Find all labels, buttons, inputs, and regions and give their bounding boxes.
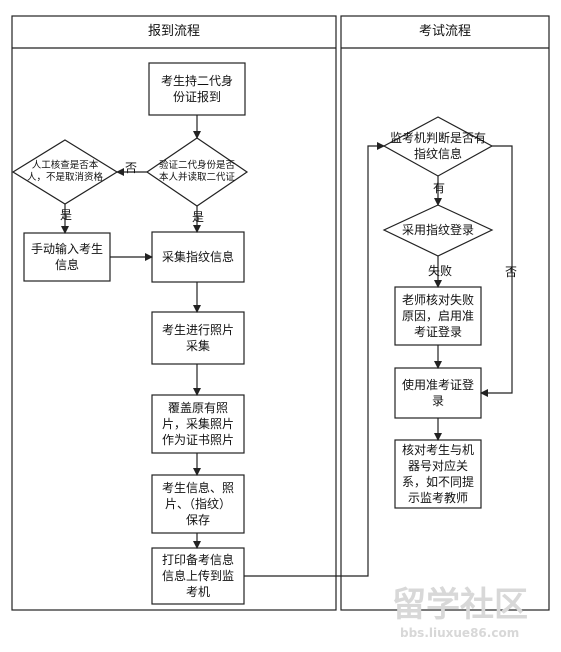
verify-text: 验证二代身份是否 本人并读取二代证 bbox=[158, 160, 235, 183]
collect-fingerprint-text: 采集指纹信息 bbox=[161, 250, 234, 264]
label-fail: 失败 bbox=[427, 264, 452, 278]
watermark-logo: 留学社区 bbox=[392, 585, 528, 625]
left-lane-frame bbox=[11, 15, 337, 611]
label-no-left: 否 bbox=[124, 161, 137, 175]
photo-box bbox=[151, 311, 245, 365]
teacher-check-text: 老师核对失败 原因，启用准 考证登录 bbox=[401, 293, 474, 339]
save-text: 考生信息、照 片、（指纹） 保存 bbox=[161, 481, 234, 527]
print-upload-box bbox=[151, 547, 245, 605]
lane-frames bbox=[11, 15, 550, 611]
label-yes-left: 是 bbox=[59, 208, 72, 222]
manual-check-text: 人工核查是否本 人，不是取消资格 bbox=[26, 160, 103, 183]
photo-text: 考生进行照片 采集 bbox=[161, 323, 234, 353]
arrow-monitor-no-to-ticket bbox=[480, 145, 513, 397]
arrow-print-to-monitor bbox=[244, 142, 385, 577]
manual-input-box bbox=[23, 232, 111, 282]
final-check-text: 核对考生与机 器号对应关 系，如不同提 示监考教师 bbox=[401, 443, 474, 505]
ticket-login-text: 使用准考证登 录 bbox=[401, 378, 474, 408]
left-lane-title: 报到流程 bbox=[147, 24, 200, 39]
overwrite-photo-box bbox=[151, 394, 245, 454]
overwrite-photo-text: 覆盖原有照 片，采集照片 作为证书照片 bbox=[161, 401, 234, 447]
print-upload-text: 打印备考信息 信息上传到监 考机 bbox=[161, 553, 234, 599]
manual-input-text: 手动输入考生 信息 bbox=[30, 242, 103, 272]
label-no-monitor: 否 bbox=[504, 265, 517, 279]
right-lane-frame bbox=[340, 15, 550, 611]
watermark-url: bbs.liuxue86.com bbox=[400, 626, 520, 640]
monitor-judge-text: 监考机判断是否有 指纹信息 bbox=[389, 131, 486, 161]
start-box bbox=[148, 62, 246, 116]
label-yes-verify: 是 bbox=[191, 210, 204, 224]
fingerprint-login-text: 采用指纹登录 bbox=[401, 223, 474, 237]
connectors bbox=[61, 115, 513, 577]
right-lane-title: 考试流程 bbox=[418, 24, 471, 39]
label-yes-monitor: 有 bbox=[432, 181, 445, 195]
start-text: 考生持二代身 份证报到 bbox=[160, 74, 233, 104]
teacher-check-box bbox=[394, 286, 482, 346]
final-check-box bbox=[394, 439, 482, 509]
save-box bbox=[151, 474, 245, 534]
